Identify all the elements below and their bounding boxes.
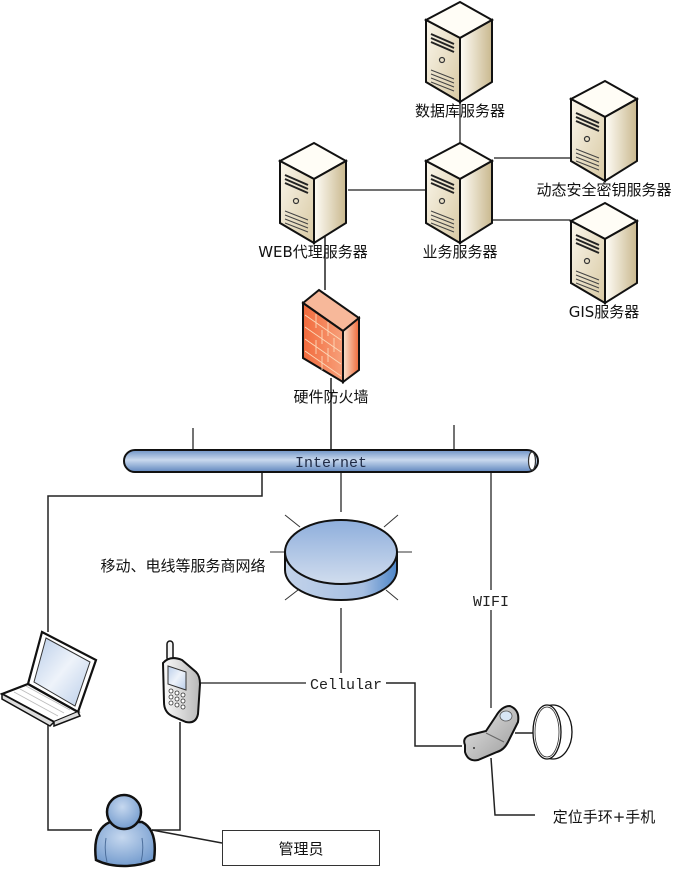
cellular-label-bg	[306, 673, 386, 693]
gis-server-label: GIS服务器	[569, 303, 640, 321]
server-icon	[570, 80, 638, 182]
server-icon	[425, 1, 493, 103]
web-proxy-label: WEB代理服务器	[258, 243, 368, 261]
carrier-label: 移动、电线等服务商网络	[100, 557, 265, 575]
edge-admin-label	[151, 829, 223, 844]
network-bus-icon	[123, 449, 539, 473]
firewall[interactable]	[301, 288, 361, 384]
biz-server[interactable]	[425, 142, 493, 244]
wifi-label: WIFI	[473, 594, 509, 611]
edge-tracker-label	[490, 757, 535, 816]
db-server-label: 数据库服务器	[415, 102, 505, 120]
carrier-network[interactable]	[270, 514, 412, 601]
server-icon	[570, 202, 638, 304]
cellular-label: Cellular	[310, 677, 382, 694]
key-server-label: 动态安全密钥服务器	[536, 181, 671, 199]
radiating-lines	[270, 514, 412, 601]
flip-phone-icon	[463, 704, 520, 762]
carrier-network-icon	[270, 514, 412, 601]
laptop[interactable]	[0, 630, 98, 728]
bus-end-cap	[527, 451, 537, 471]
connection-lines	[47, 100, 570, 844]
server-icon	[425, 142, 493, 244]
edge-laptop-admin	[47, 722, 92, 831]
internet-bus[interactable]	[123, 449, 539, 473]
firewall-icon	[301, 288, 361, 384]
user-icon	[94, 793, 156, 868]
tracker-phone[interactable]	[463, 704, 520, 762]
db-server[interactable]	[425, 1, 493, 103]
internet-label: Internet	[295, 455, 367, 472]
firewall-label: 硬件防火墙	[293, 388, 368, 406]
tracker-label: 定位手环+手机	[553, 808, 656, 826]
key-server[interactable]	[570, 80, 638, 182]
wifi-label-bg	[470, 590, 514, 610]
edge-cellular-tracker	[384, 682, 462, 747]
laptop-icon	[0, 630, 98, 728]
web-proxy-server[interactable]	[279, 142, 347, 244]
admin-label: 管理员	[278, 839, 324, 858]
bracelet[interactable]	[532, 704, 573, 760]
server-icon	[279, 142, 347, 244]
admin-label-box: 管理员	[222, 830, 380, 866]
edge-cellphone-admin	[152, 722, 181, 831]
biz-server-label: 业务服务器	[422, 243, 497, 261]
gis-server[interactable]	[570, 202, 638, 304]
cellphone[interactable]	[161, 640, 202, 724]
cellphone-icon	[161, 640, 202, 724]
admin-user[interactable]	[94, 793, 156, 868]
edge-internet-laptop	[47, 472, 263, 632]
bracelet-icon	[532, 704, 573, 760]
